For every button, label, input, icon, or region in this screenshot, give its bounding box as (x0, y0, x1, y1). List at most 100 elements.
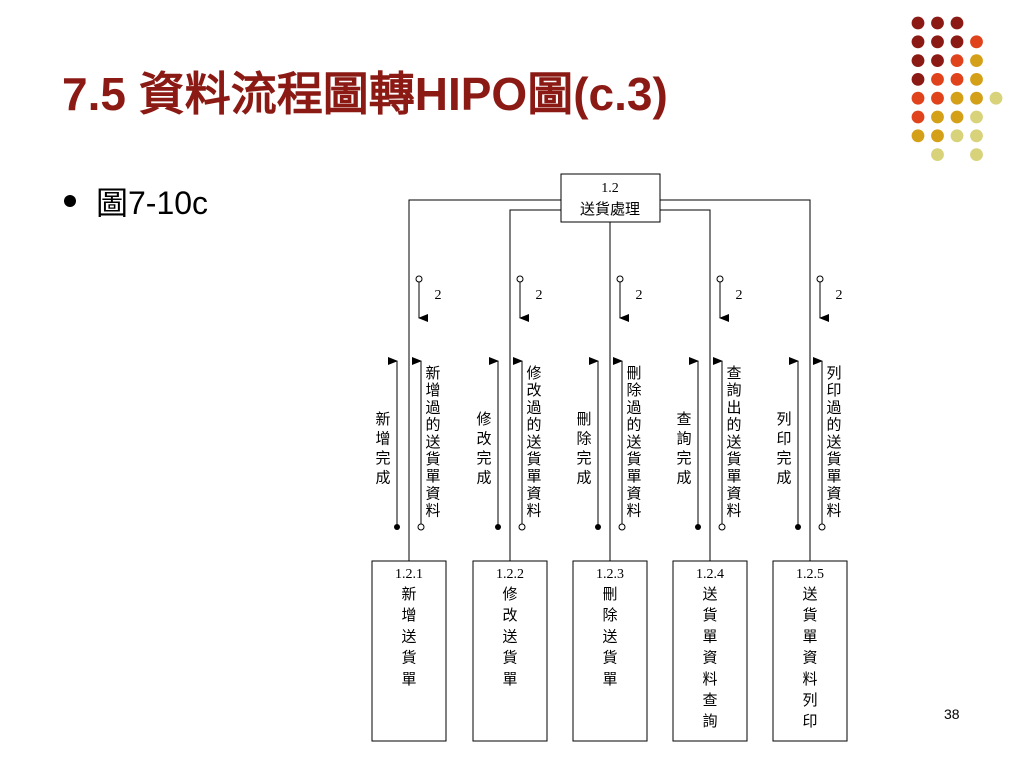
control-couple-label: 2 (736, 288, 743, 303)
label-char: 料 (626, 503, 641, 520)
label-char: 除 (576, 431, 591, 448)
label-char: 詢 (676, 431, 691, 448)
label-char: 查 (726, 365, 741, 382)
label-char: 成 (676, 470, 691, 487)
label-char: 送 (526, 434, 541, 451)
label-char: 刪 (576, 411, 591, 428)
label-char: 的 (826, 417, 841, 434)
return-flag-tail (695, 524, 701, 530)
decor-dot (950, 110, 964, 124)
decor-dot (931, 148, 944, 162)
decor-dot (950, 73, 964, 86)
label-char: 資 (826, 485, 841, 502)
control-couple-label: 2 (435, 288, 442, 303)
label-char: 的 (726, 417, 741, 434)
label-char: 的 (425, 417, 440, 434)
label-char: 詢 (726, 382, 741, 399)
label-char: 資 (425, 485, 440, 502)
label-char: 單 (526, 469, 541, 485)
child-module-id: 1.2.4 (696, 567, 724, 582)
label-char: 送 (425, 434, 440, 451)
connector-line (660, 199, 811, 561)
decor-dot (931, 54, 944, 67)
child-module-id: 1.2.3 (596, 567, 624, 582)
label-char: 料 (802, 671, 817, 688)
control-couple-tail (716, 275, 724, 283)
control-couple-tail (415, 275, 423, 283)
decor-dot (950, 91, 964, 105)
label-char: 成 (375, 470, 390, 487)
decor-dot (989, 91, 1003, 105)
label-char: 完 (476, 450, 491, 467)
label-char: 刪 (626, 365, 641, 382)
child-module-id: 1.2.5 (796, 567, 824, 582)
label-char: 貨 (425, 451, 440, 468)
child-module-box (572, 560, 648, 742)
decor-dot (970, 35, 983, 49)
decor-dot (950, 54, 964, 67)
label-char: 過 (626, 399, 641, 416)
label-char: 查 (702, 692, 717, 709)
label-char: 資 (726, 485, 741, 502)
decor-dot (931, 129, 944, 143)
label-char: 貨 (626, 451, 641, 468)
label-char: 刪 (602, 586, 617, 603)
child-module-box (772, 560, 848, 742)
label-char: 貨 (826, 451, 841, 468)
label-char: 送 (802, 586, 817, 603)
label-char: 印 (802, 713, 817, 730)
label-char: 印 (826, 382, 841, 399)
root-module-box (560, 173, 661, 223)
label-char: 料 (826, 503, 841, 520)
slide-title: 7.5 資料流程圖轉HIPO圖(c.3) (62, 68, 668, 120)
return-flag-tail (495, 524, 501, 530)
label-char: 過 (826, 399, 841, 416)
control-couple-tail (616, 275, 624, 283)
label-char: 貨 (502, 650, 517, 667)
label-char: 資 (526, 485, 541, 502)
label-char: 詢 (702, 713, 717, 730)
child-module-box (672, 560, 748, 742)
decor-dot (970, 148, 983, 162)
label-char: 修 (476, 411, 491, 428)
control-couple-tail (516, 275, 524, 283)
return-flag-tail (394, 524, 400, 530)
label-char: 料 (726, 503, 741, 520)
label-char: 除 (602, 607, 617, 624)
decor-dot (931, 91, 944, 105)
label-char: 完 (375, 450, 390, 467)
label-char: 成 (776, 470, 791, 487)
label-char: 送 (826, 434, 841, 451)
decor-dot (950, 16, 964, 30)
data-couple-tail (618, 523, 626, 531)
label-char: 單 (401, 672, 416, 688)
data-couple-tail (417, 523, 425, 531)
control-couple-label: 2 (536, 288, 543, 303)
connector-line (408, 199, 561, 561)
decor-dot (970, 129, 983, 143)
label-char: 送 (726, 434, 741, 451)
label-char: 印 (776, 431, 791, 448)
decor-dot (911, 129, 925, 143)
decor-dot (911, 35, 925, 49)
label-char: 貨 (726, 451, 741, 468)
decor-dot (950, 35, 964, 49)
decor-dot (911, 110, 925, 124)
label-char: 資 (702, 650, 717, 667)
decor-dot (931, 110, 944, 124)
label-char: 查 (676, 411, 691, 428)
decor-dot (970, 110, 983, 124)
label-char: 單 (602, 672, 617, 688)
connector-line (660, 209, 711, 561)
label-char: 成 (476, 470, 491, 487)
